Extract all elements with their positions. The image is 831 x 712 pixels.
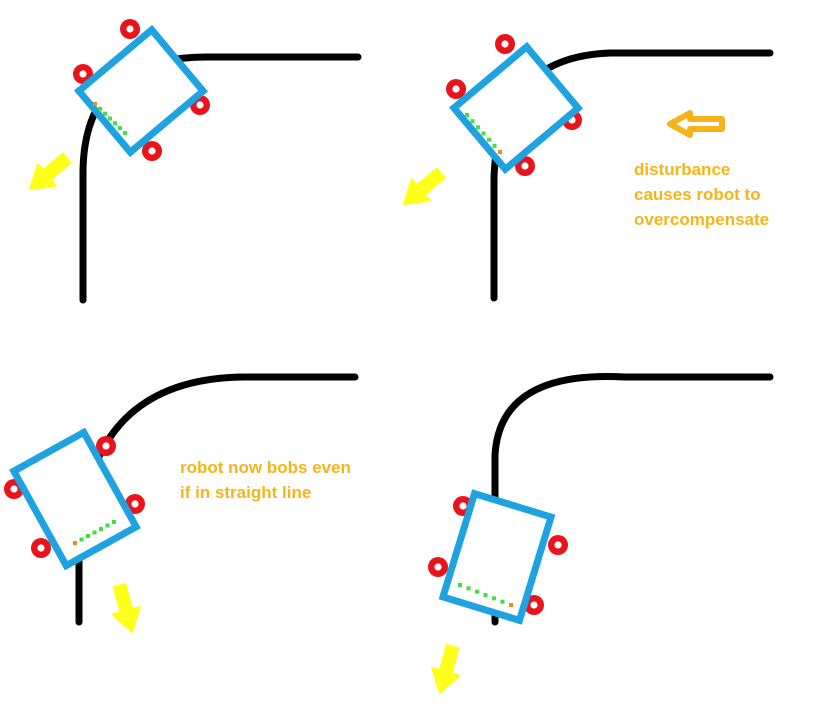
wheel-hub (148, 147, 156, 155)
sensor-dot (465, 113, 469, 117)
motion-arrow-icon (29, 152, 72, 190)
sensor-dot (470, 119, 475, 124)
sensor-dot (509, 603, 513, 607)
disturbance-annotation: disturbance causes robot to overcompensa… (634, 157, 769, 232)
annotation-line: disturbance (634, 160, 731, 179)
sensor-dot (112, 520, 116, 524)
annotation-line: overcompensate (634, 210, 770, 229)
sensor-dot (483, 593, 488, 597)
sensor-dot (476, 125, 480, 130)
sensor-dot (103, 111, 107, 116)
wheel-hub (521, 162, 529, 170)
sensor-dot (492, 143, 497, 148)
disturbance-arrow-icon (667, 110, 725, 138)
wheel-hub (501, 40, 509, 48)
robot (4, 427, 145, 571)
sensor-dot (498, 150, 502, 154)
sensor-dot (73, 541, 77, 545)
robot (73, 19, 210, 161)
sensor-dot (487, 137, 491, 142)
annotation-line: if in straight line (180, 483, 312, 502)
sensor-dot (79, 537, 84, 542)
motion-arrow-icon (403, 167, 446, 205)
sensor-dot (475, 589, 479, 594)
robot-body (73, 24, 209, 158)
sensor-dot (92, 530, 97, 535)
wheel-hub (126, 25, 134, 33)
sensor-dot (466, 586, 471, 591)
wheel-hub (459, 502, 467, 510)
wheel-hub (37, 544, 45, 552)
sensor-dot (118, 126, 122, 131)
sensor-dot (481, 131, 486, 136)
wheel-hub (196, 101, 204, 109)
sensor-dot (458, 583, 462, 587)
robot-body (9, 427, 141, 571)
sensor-dot (93, 102, 97, 106)
robot (446, 34, 584, 176)
sensor-dot (500, 599, 505, 604)
sensor-dot (113, 121, 117, 126)
wheel-hub (434, 563, 442, 571)
robot (428, 489, 568, 625)
sensor-dot (98, 106, 102, 111)
motion-arrow-icon (431, 644, 461, 694)
wheel-hub (530, 601, 538, 609)
sensor-dot (99, 527, 103, 531)
sensor-dot (105, 523, 110, 528)
wheel-hub (452, 85, 460, 93)
sensor-dot (123, 131, 127, 135)
annotation-line: causes robot to (634, 185, 761, 204)
wheel-hub (79, 70, 87, 78)
robot-body (448, 41, 584, 175)
sensor-dot (492, 596, 496, 601)
wheel-hub (102, 442, 110, 450)
wheel-hub (131, 500, 139, 508)
annotation-line: robot now bobs even (180, 458, 351, 477)
wheel-hub (10, 485, 18, 493)
sensor-dot (86, 534, 90, 538)
wheel-hub (554, 541, 562, 549)
motion-arrow-icon (111, 583, 141, 633)
sensor-dot (108, 116, 112, 121)
track-line (491, 372, 774, 626)
bobbing-annotation: robot now bobs even if in straight line (180, 455, 351, 505)
